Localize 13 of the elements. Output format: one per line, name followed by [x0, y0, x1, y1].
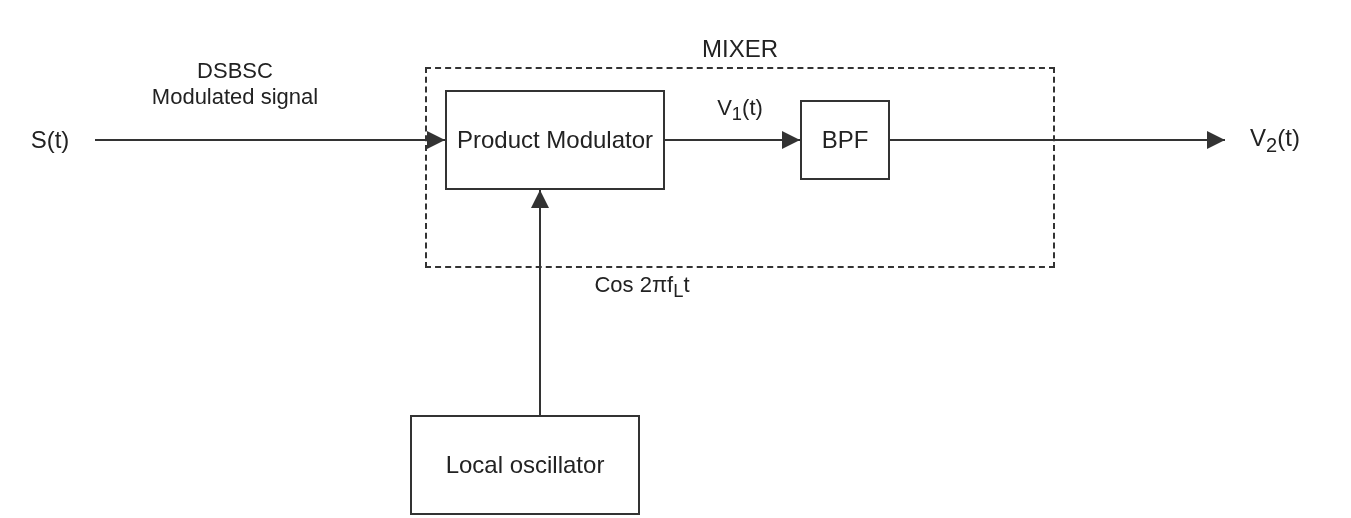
box-label: BPF	[821, 125, 869, 155]
process-box	[410, 415, 640, 515]
group-heading: MIXER	[701, 35, 779, 63]
signal-label: S(t)	[5, 120, 95, 160]
arrow	[664, 131, 801, 149]
arrow	[889, 131, 1226, 149]
arrow	[94, 131, 446, 149]
box-label: Product Modulator	[456, 125, 654, 155]
process-box	[800, 100, 890, 180]
arrow	[531, 189, 549, 416]
signal-label: V$_{2}$(t)	[1225, 120, 1325, 160]
box-label: Local oscillator	[445, 450, 605, 480]
process-box	[445, 90, 665, 190]
